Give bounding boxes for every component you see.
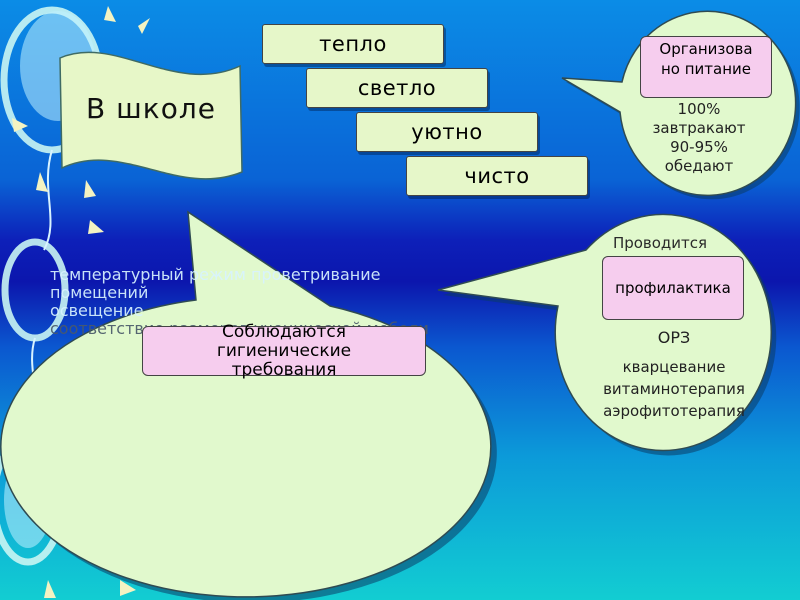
title-banner (59, 51, 243, 180)
prevention-line: кварцевание (622, 358, 726, 376)
condition-cozy: уютно (356, 112, 538, 152)
prevention-line: аэрофитотерапия (603, 402, 745, 420)
nutrition-line: 100% (677, 100, 721, 118)
hygiene-label-text: Соблюдаются гигиенические требования (216, 321, 352, 380)
prevention-label: профилактика (602, 256, 744, 320)
hygiene-word: соответствие (50, 319, 165, 338)
nutrition-line: 90-95% (670, 138, 728, 156)
prevention-details: кварцевание витаминотерапия аэрофитотера… (582, 356, 766, 422)
nutrition-label: Организовано питание (640, 36, 772, 98)
hygiene-line: температурный режим проветривание (50, 265, 381, 284)
condition-warm: тепло (262, 24, 444, 64)
nutrition-details: 100% завтракают 90-95% обедают (628, 100, 770, 176)
hygiene-label: Соблюдаются гигиенические требования (142, 322, 426, 379)
hygiene-line: освещение (50, 301, 144, 320)
condition-clean: чисто (406, 156, 588, 196)
condition-bright: светло (306, 68, 488, 108)
prevention-subject: ОРЗ (657, 328, 691, 347)
nutrition-line: обедают (664, 157, 734, 175)
nutrition-label-text: Организовано питание (659, 40, 753, 78)
nutrition-line: завтракают (652, 119, 746, 137)
prevention-line: витаминотерапия (603, 380, 745, 398)
prevention-heading: Проводится (612, 234, 708, 252)
slide-title: В школе (86, 92, 216, 125)
prevention-label-text: профилактика (615, 279, 731, 297)
hygiene-line: помещений (50, 283, 149, 302)
